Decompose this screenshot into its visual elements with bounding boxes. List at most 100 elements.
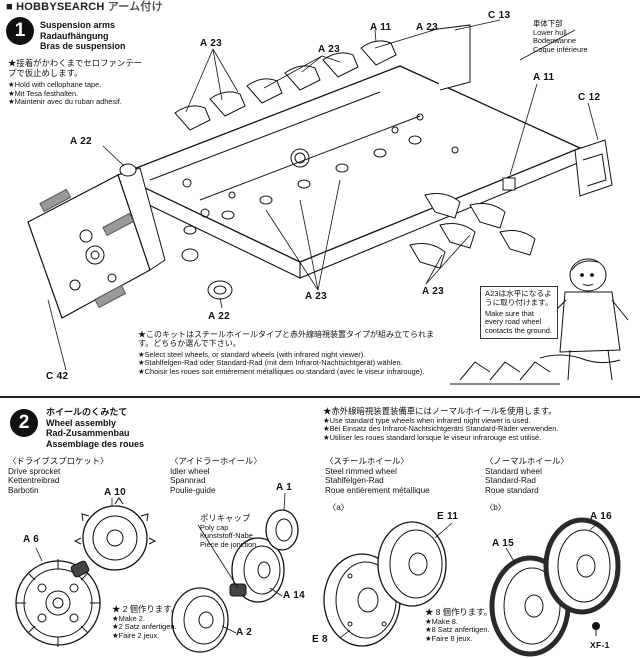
idler-wheel-a2 (171, 587, 229, 653)
label-a23-right: A 23 (416, 22, 438, 33)
make-2-en: ★Make 2. (112, 613, 145, 623)
step-1-title-de: Radaufhängung (40, 30, 109, 41)
lower-hull-jp: 車体下部 (533, 19, 563, 28)
a11-right-part (502, 177, 516, 191)
upper-suspension-arms (174, 40, 397, 131)
standard-wheel-jp: 〈ノーマルホイール〉 (485, 456, 569, 466)
polycap-en: Poly cap (200, 522, 229, 532)
standard-wheel-de: Standard-Rad (485, 476, 536, 486)
sprocket-jp: 〈ドライブスプロケット〉 (8, 456, 109, 466)
sprocket-de: Kettentreibrad (8, 476, 60, 486)
polycap-jp: ポリキャップ (200, 513, 251, 523)
xf1-paint-icon (592, 622, 600, 636)
wheel-choice-jp: ★このキットはスチールホイールタイプと赤外線暗視装置タイプが組み立てられます。ど… (138, 330, 434, 349)
steel-wheel-de: Stahlfelgen-Rad (325, 476, 384, 486)
ir-note-fr: ★Utiliser les roues standard lorsque le … (323, 432, 542, 442)
steel-wheel-e11 (377, 521, 447, 607)
wheel-choice-de: ★Stahlfelgen-Rad oder Standard-Rad (mit … (138, 358, 403, 368)
ir-note-jp: ★赤外線暗視装置装備車にはノーマルホイールを使用します。 (323, 406, 557, 416)
step-1-illustration (27, 19, 629, 385)
label-c42: C 42 (46, 371, 69, 382)
make-8-de: ★8 Satz anfertigen. (425, 625, 490, 635)
polycap-de: Kunststoff-Nabe (200, 531, 253, 541)
idler-en: Idler wheel (170, 466, 210, 476)
steel-wheel-en: Steel rimmed wheel (325, 466, 397, 476)
tape-strip-top (39, 188, 72, 213)
standard-wheel-a16 (543, 517, 621, 615)
steel-wheel-jp: 〈スチールホイール〉 (325, 456, 409, 466)
label-a11-top: A 11 (370, 22, 392, 33)
step-2-title-jp: ホイールのくみたて (46, 407, 128, 417)
label-a11-right: A 11 (533, 72, 555, 83)
wheel-choice-fr: ★Choisir les roues soit entièrement méta… (138, 366, 425, 376)
a23-note-en: Make sure that every road wheel contacts… (485, 308, 552, 335)
ir-note-en: ★Use standard type wheels when infrared … (323, 415, 531, 425)
sprocket-heading: 〈ドライブスプロケット〉 Drive sprocket Kettentreibr… (8, 456, 138, 495)
tape-note-en: ★Hold with cellophane tape. (8, 80, 102, 90)
label-a1: A 1 (276, 482, 293, 493)
make-2-fr: ★Faire 2 jeux. (112, 630, 160, 640)
label-a23-left: A 23 (200, 38, 222, 49)
sprocket-en: Drive sprocket (8, 466, 61, 476)
step-2-title-fr: Assemblage des roues (46, 438, 145, 449)
steel-wheel-fr: Roue entièrement métallique (325, 485, 430, 495)
label-e8: E 8 (312, 634, 328, 645)
label-c13: C 13 (488, 10, 511, 21)
sprocket-fr: Barbotin (8, 485, 39, 495)
a22-hub-top (119, 163, 137, 177)
drive-sprocket-a6 (15, 559, 101, 647)
tape-strip-mid (102, 212, 135, 237)
a23-horizontal-note: A23は水平になるように取り付けます。 Make sure that every… (480, 286, 558, 340)
label-a15: A 15 (492, 538, 514, 549)
watermark-icon: ■ (6, 1, 13, 13)
label-a6: A 6 (23, 534, 40, 545)
tape-note: ★接着がかわくまでセロファンテープで仮止めします。 ★Hold with cel… (8, 58, 146, 107)
step-divider (0, 396, 640, 398)
lower-hull-fr: Coque inférieure (533, 44, 588, 54)
watermark-brand: HOBBYSEARCH (16, 1, 105, 13)
standard-wheel-fr: Roue standard (485, 485, 539, 495)
make-2-jp: ★ 2 個作ります。 (112, 604, 180, 614)
steel-variant-tag: 〈a〉 (328, 503, 349, 512)
step-2-title-en: Wheel assembly (46, 417, 117, 428)
standard-wheel-en: Standard wheel (485, 466, 542, 476)
label-a10: A 10 (104, 487, 126, 498)
idler-wheel-a1 (265, 509, 299, 551)
make-8-en: ★Make 8. (425, 616, 458, 626)
wheel-choice-note: ★このキットはスチールホイールタイプと赤外線暗視装置タイプが組み立てられます。ど… (138, 330, 438, 376)
tape-note-fr: ★Maintenir avec du ruban adhésif. (8, 97, 122, 107)
idler-de: Spannrad (170, 476, 206, 486)
make-8-fr: ★Faire 8 jeux. (425, 633, 473, 643)
label-e11: E 11 (437, 511, 459, 522)
front-plate-c12 (574, 139, 613, 197)
sprocket-polycap (70, 560, 90, 578)
tape-note-de: ★Mit Tesa festhalten. (8, 88, 79, 98)
ground-wheels (450, 361, 560, 385)
step-1-number: 1 (6, 17, 34, 45)
label-a22-bottom: A 22 (208, 311, 230, 322)
watermark-title-tail: アーム付け (107, 1, 163, 13)
hull-hatch-circle (290, 148, 310, 168)
idler-heading: 〈アイドラーホイール〉 Idler wheel Spannrad Poulie-… (170, 456, 300, 495)
step-2-illustration (15, 492, 621, 657)
label-a14: A 14 (283, 590, 305, 601)
label-a23-low-right: A 23 (422, 286, 444, 297)
step-2-title-de: Rad-Zusammenbau (46, 428, 130, 438)
step-1-title: Suspension arms Radaufhängung Bras de su… (40, 20, 170, 52)
label-a22-top: A 22 (70, 136, 92, 147)
watermark-banner: ■ HOBBYSEARCH アーム付け (0, 0, 169, 14)
label-xf1: XF-1 (590, 640, 610, 650)
step-2-number: 2 (10, 409, 38, 437)
lower-suspension-arms (409, 193, 536, 269)
tape-strip-bottom (94, 284, 127, 309)
idler-fr: Poulie-guide (170, 485, 216, 495)
hull-spindles (183, 135, 422, 235)
standard-variant-tag: 〈b〉 (485, 503, 506, 512)
label-a23-low-left: A 23 (305, 291, 327, 302)
label-a16: A 16 (590, 511, 612, 522)
steel-wheel-heading: 〈スチールホイール〉 Steel rimmed wheel Stahlfelge… (325, 456, 475, 495)
tape-note-jp: ★接着がかわくまでセロファンテープで仮止めします。 (8, 58, 142, 78)
c13-bracket (429, 24, 471, 91)
standard-wheel-heading: 〈ノーマルホイール〉 Standard wheel Standard-Rad R… (485, 456, 635, 495)
